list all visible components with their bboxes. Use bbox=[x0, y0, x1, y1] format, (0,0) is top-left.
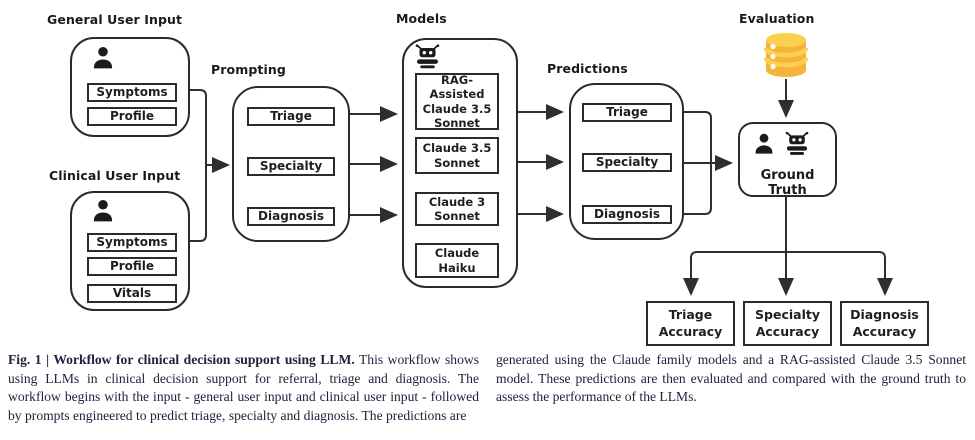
caption-bold-lead: Fig. 1 | Workflow for clinical decision … bbox=[8, 352, 355, 367]
triage-accuracy-box: Triage Accuracy bbox=[646, 301, 735, 346]
inputs-merge-bracket bbox=[188, 89, 207, 242]
model-rag-claude-35-sonnet-box: RAG-Assisted Claude 3.5 Sonnet bbox=[415, 73, 499, 130]
models-label: Models bbox=[396, 11, 447, 26]
clinical-profile-box: Profile bbox=[87, 257, 177, 276]
robot-icon bbox=[785, 131, 809, 155]
prompting-diagnosis-box: Diagnosis bbox=[247, 207, 335, 226]
models-group: RAG-Assisted Claude 3.5 Sonnet Claude 3.… bbox=[402, 38, 518, 288]
model-claude-haiku-box: Claude Haiku bbox=[415, 243, 499, 278]
clinical-vitals-box: Vitals bbox=[87, 284, 177, 303]
prompting-group: Triage Specialty Diagnosis bbox=[232, 86, 350, 242]
predictions-triage-box: Triage bbox=[582, 103, 672, 122]
specialty-accuracy-box: Specialty Accuracy bbox=[743, 301, 832, 346]
caption-left-text: This workflow shows using LLMs in clinic… bbox=[8, 352, 479, 423]
predictions-label: Predictions bbox=[547, 61, 628, 76]
model-claude-35-sonnet-box: Claude 3.5 Sonnet bbox=[415, 137, 499, 174]
general-symptoms-box: Symptoms bbox=[87, 83, 177, 102]
clinical-input-group: Symptoms Profile Vitals bbox=[70, 191, 190, 311]
clinical-input-label: Clinical User Input bbox=[49, 168, 181, 183]
clinical-symptoms-box: Symptoms bbox=[87, 233, 177, 252]
general-input-group: Symptoms Profile bbox=[70, 37, 190, 137]
user-icon bbox=[93, 46, 113, 69]
predictions-specialty-box: Specialty bbox=[582, 153, 672, 172]
general-input-label: General User Input bbox=[47, 12, 183, 27]
general-profile-box: Profile bbox=[87, 107, 177, 126]
predictions-diagnosis-box: Diagnosis bbox=[582, 205, 672, 224]
predictions-merge-bracket bbox=[684, 111, 712, 215]
database-icon bbox=[763, 33, 809, 77]
arrow-ground-truth-to-triage-accuracy bbox=[683, 251, 786, 296]
prompting-specialty-box: Specialty bbox=[247, 157, 335, 176]
user-icon bbox=[93, 199, 113, 222]
ground-truth-label: Ground Truth bbox=[760, 168, 815, 198]
figure-caption-right-column: generated using the Claude family models… bbox=[496, 352, 966, 405]
ground-truth-group: Ground Truth bbox=[738, 122, 837, 198]
model-claude-3-sonnet-box: Claude 3 Sonnet bbox=[415, 192, 499, 226]
diagnosis-accuracy-box: Diagnosis Accuracy bbox=[840, 301, 929, 346]
predictions-group: Triage Specialty Diagnosis bbox=[569, 83, 684, 240]
prompting-triage-box: Triage bbox=[247, 107, 335, 126]
evaluation-label: Evaluation bbox=[739, 11, 815, 26]
ground-truth-icons bbox=[752, 131, 811, 157]
arrow-ground-truth-to-diagnosis-accuracy bbox=[786, 251, 893, 296]
user-icon bbox=[755, 133, 773, 154]
prompting-label: Prompting bbox=[211, 62, 286, 77]
robot-icon bbox=[415, 44, 440, 69]
figure-caption-left-column: Fig. 1 | Workflow for clinical decision … bbox=[8, 351, 479, 425]
